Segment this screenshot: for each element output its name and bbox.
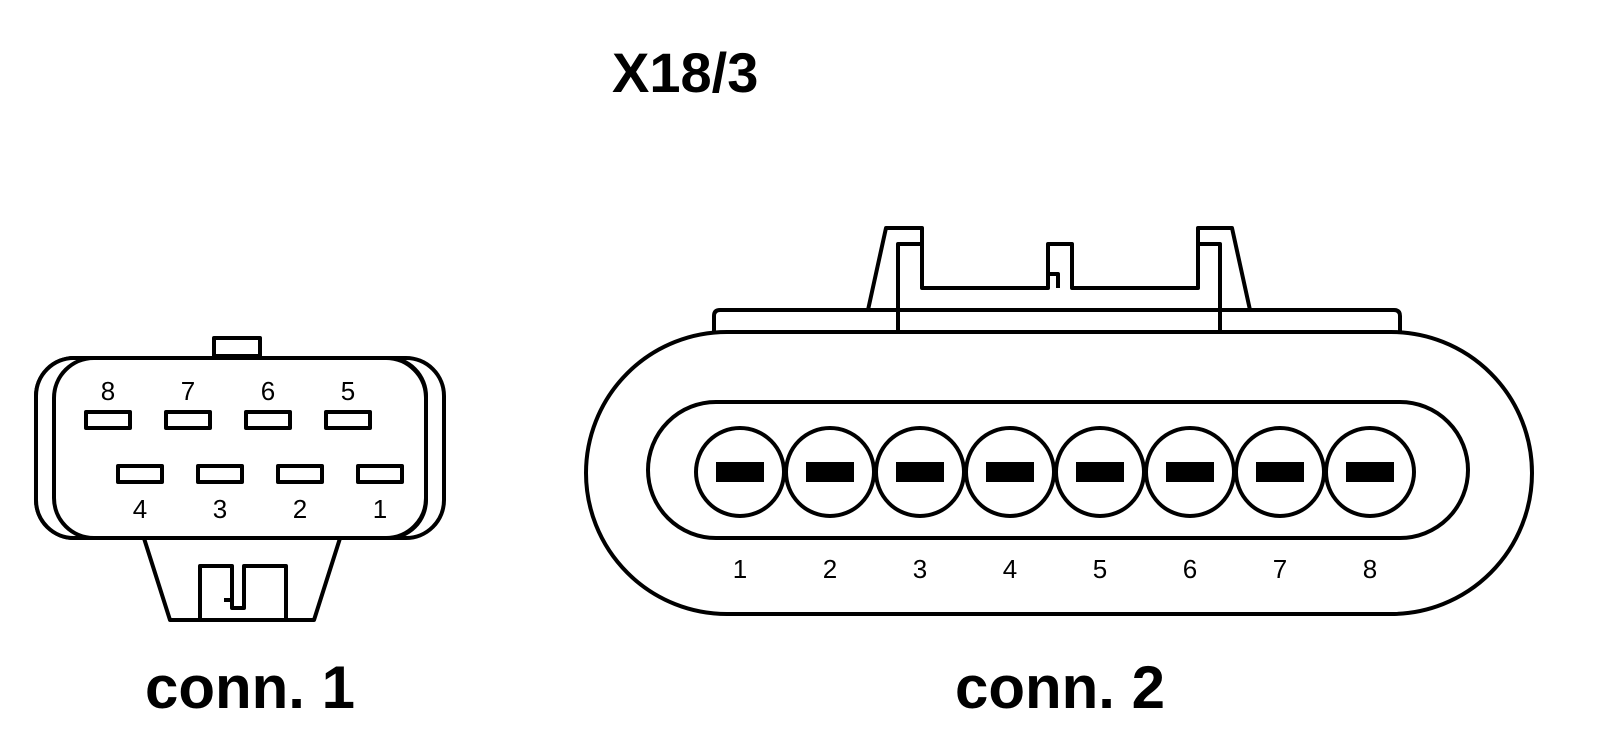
connector-2-face (646, 400, 1470, 540)
connector-2-terminal (806, 462, 854, 482)
connector-2-terminal (1346, 462, 1394, 482)
connector-1-pin-number: 4 (133, 494, 147, 524)
connector-1-pin-slot (84, 410, 132, 430)
connector-1-face (52, 356, 428, 540)
connector-2-cavities (694, 426, 1416, 518)
connector-2: 1 2 3 4 5 6 7 8 (584, 226, 1534, 616)
connector-2-lock-housing (712, 308, 1402, 338)
connector-2-terminal (1256, 462, 1304, 482)
connector-1-pin-number: 8 (101, 376, 115, 406)
connector-2-pin-number: 8 (1363, 554, 1377, 584)
connector-1-pin-slot (196, 464, 244, 484)
connector-2-pin-number: 5 (1093, 554, 1107, 584)
connector-2-label: conn. 2 (955, 654, 1165, 721)
connector-2-pin-number: 3 (913, 554, 927, 584)
connector-1: 8 7 6 5 4 3 2 1 (34, 336, 446, 622)
connector-1-label: conn. 1 (145, 654, 355, 721)
connector-1-pin-slot (356, 464, 404, 484)
connector-2-pin-number: 6 (1183, 554, 1197, 584)
connector-2-lock-key (1048, 272, 1060, 288)
connector-2-lock-inner-left (896, 242, 922, 332)
connector-1-pin-number: 2 (293, 494, 307, 524)
connector-1-pin-slot (276, 464, 324, 484)
connector-1-pin-slot (324, 410, 372, 430)
connector-2-terminal (1166, 462, 1214, 482)
connector-2-terminal (896, 462, 944, 482)
connector-2-pin-number: 4 (1003, 554, 1017, 584)
diagram-title: X18/3 (612, 41, 758, 104)
connector-2-pin-number: 7 (1273, 554, 1287, 584)
connector-1-pin-number: 6 (261, 376, 275, 406)
connector-1-body (34, 356, 428, 540)
connector-1-pin-number: 5 (341, 376, 355, 406)
connector-1-pin-slot (116, 464, 164, 484)
connector-1-pin-number: 7 (181, 376, 195, 406)
connector-2-lock-inner-right (1198, 242, 1222, 332)
connector-2-terminal (1076, 462, 1124, 482)
connector-1-pin-number: 1 (373, 494, 387, 524)
connector-1-pin-number: 3 (213, 494, 227, 524)
connector-2-pin-number: 2 (823, 554, 837, 584)
connector-2-terminal (716, 462, 764, 482)
connector-1-top-tab (212, 336, 262, 358)
connector-1-pin-slot (164, 410, 212, 430)
connector-2-pin-number: 1 (733, 554, 747, 584)
connector-1-pin-slot (244, 410, 292, 430)
connector-2-lock-ridge (866, 226, 1252, 312)
connector-1-latch-slot (198, 564, 288, 620)
connector-2-terminal (986, 462, 1034, 482)
